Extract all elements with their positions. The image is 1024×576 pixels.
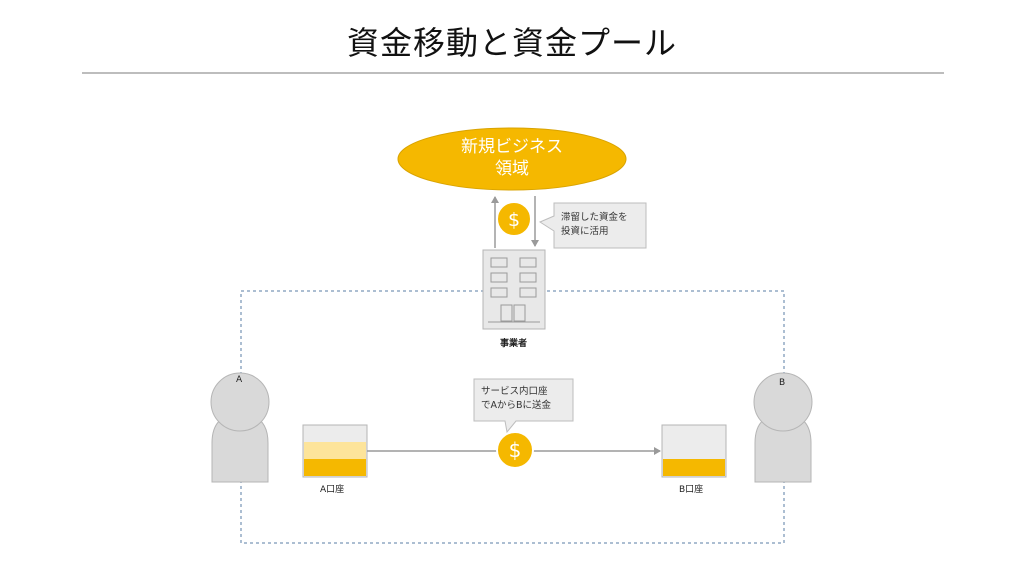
transfer-callout-line1: サービス内口座 — [481, 386, 548, 397]
title-divider — [82, 72, 944, 74]
account-a-box — [302, 424, 368, 478]
user-b-label: B — [779, 378, 786, 388]
invest-callout-bubble — [538, 202, 647, 249]
user-a-icon — [210, 372, 270, 483]
business-area-label: 新規ビジネス 領域 — [398, 136, 626, 180]
invest-coin-symbol: $ — [508, 209, 520, 231]
invest-callout-text: 滞留した資金を 投資に活用 — [561, 211, 628, 239]
transfer-callout-bubble — [473, 378, 574, 434]
user-b-icon — [753, 372, 813, 483]
business-area-ellipse — [397, 127, 627, 191]
invest-coin-icon — [496, 201, 532, 237]
transfer-coin-icon — [496, 431, 534, 469]
account-b-label: B口座 — [679, 485, 704, 495]
business-operator-label: 事業者 — [500, 339, 528, 349]
building-icon — [482, 249, 546, 330]
user-a-label: A — [236, 375, 243, 385]
transfer-callout-text: サービス内口座 でAからBに送金 — [481, 385, 551, 413]
transfer-callout-line2: でAからBに送金 — [481, 400, 552, 411]
invest-callout-line1: 滞留した資金を — [561, 212, 628, 223]
account-b-box — [661, 424, 727, 478]
transfer-coin-symbol: $ — [509, 438, 522, 462]
page-title: 資金移動と資金プール — [346, 24, 677, 62]
business-area-line1: 新規ビジネス — [461, 137, 563, 157]
business-area-line2: 領域 — [495, 159, 529, 179]
invest-callout-line2: 投資に活用 — [561, 226, 609, 237]
account-a-label: A口座 — [320, 485, 345, 495]
